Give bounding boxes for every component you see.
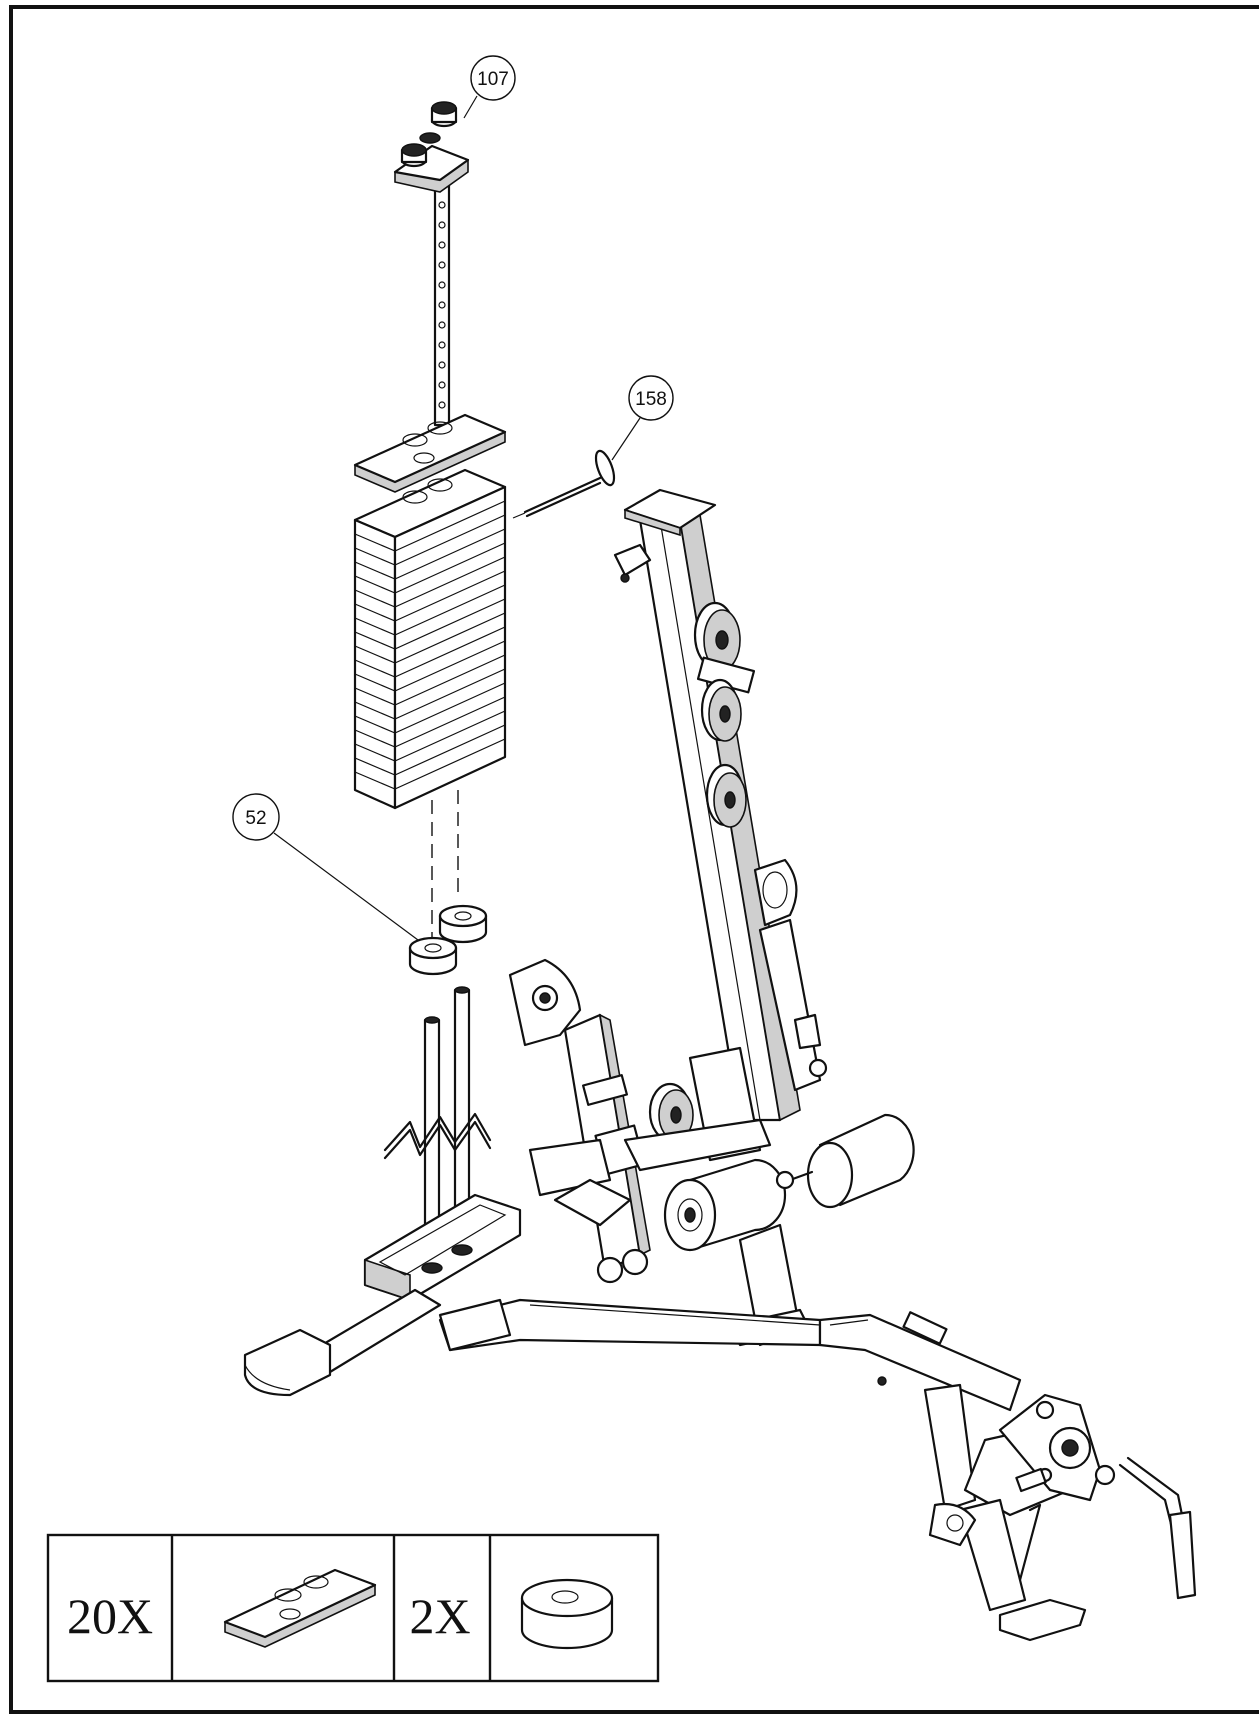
guide-rods — [383, 986, 492, 1262]
top-bracket — [393, 101, 470, 193]
foam-roller-front — [663, 1158, 787, 1252]
top-weight-plate — [353, 413, 507, 493]
page-frame — [9, 5, 1259, 1714]
weight-stack-assembly — [353, 101, 616, 1262]
foam-roller-rear — [775, 1113, 915, 1209]
callout-107: 107 — [463, 55, 516, 119]
center-pulley-bracket — [528, 1046, 772, 1227]
left-foot-tube — [243, 1288, 442, 1397]
stack-base-plate — [363, 1193, 522, 1302]
main-base-tube — [438, 1298, 1022, 1412]
guide-rod-centerlines — [431, 790, 459, 940]
weight-plate-stack — [353, 468, 507, 810]
selector-pin — [512, 449, 616, 519]
weight-plate-icon — [223, 1568, 377, 1648]
parts-table: 20X 2X — [46, 1533, 660, 1683]
rubber-spacers — [408, 904, 488, 976]
machine-frame — [243, 488, 1197, 1642]
callout-158-label: 158 — [635, 389, 667, 410]
selector-rod — [433, 178, 451, 427]
callout-107-label: 107 — [477, 69, 509, 90]
spacer-quantity: 2X — [409, 1588, 470, 1644]
main-upright — [613, 488, 828, 1122]
callout-158: 158 — [611, 375, 674, 461]
leg-curl-arm — [508, 958, 651, 1284]
callout-52: 52 — [232, 793, 419, 941]
rear-leg-assembly — [923, 1383, 1197, 1642]
plate-quantity: 20X — [67, 1588, 153, 1644]
callout-52-label: 52 — [245, 808, 266, 829]
rubber-spacer-icon — [520, 1578, 614, 1650]
